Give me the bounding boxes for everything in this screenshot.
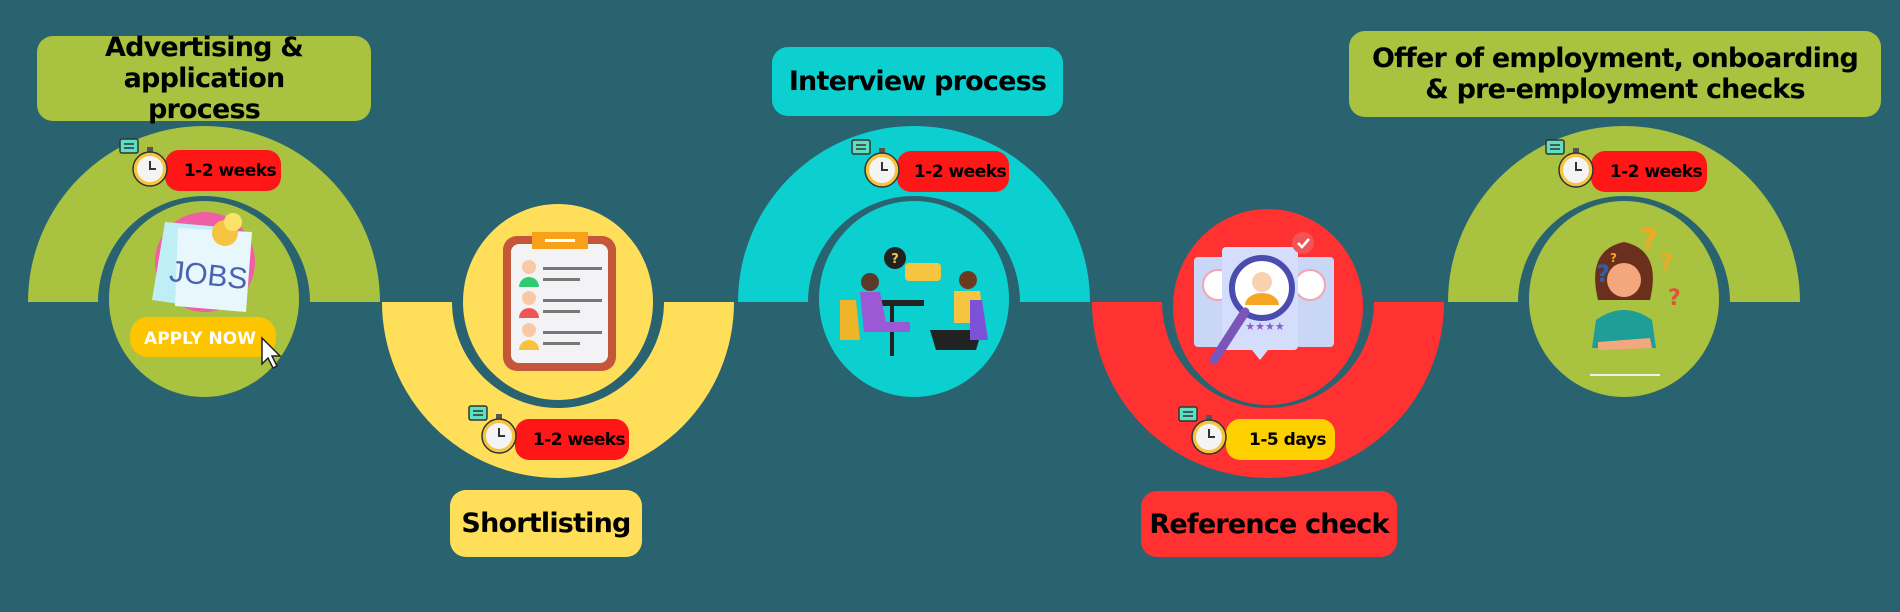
svg-text:APPLY NOW: APPLY NOW [144,329,256,349]
stage-3-duration: 1-2 weeks [897,151,1009,192]
stage-5-duration: 1-2 weeks [1591,151,1707,192]
stopwatch-icon [851,139,900,188]
stage-2-title: Shortlisting [450,490,642,557]
stage-2-duration: 1-2 weeks [515,419,629,460]
svg-text:?: ? [1596,260,1610,288]
stage-5-arch [1448,126,1800,302]
stage-1-title: Advertising & application process [37,32,371,125]
stopwatch-icon [119,138,168,187]
stage-4-title: Reference check [1141,491,1397,557]
stopwatch-icon [1178,406,1227,455]
svg-text:?: ? [891,252,899,267]
stage-4-arch [1092,302,1444,478]
stopwatch-icon [468,405,517,454]
interview-people-icon: ? [840,247,988,356]
jobs-apply-now-icon: JOBS APPLY NOW [130,212,282,370]
stage-4-duration: 1-5 days [1226,419,1335,460]
svg-text:JOBS: JOBS [168,255,249,296]
stage-1-duration: 1-2 weeks [165,150,281,191]
stage-2-arch [382,302,734,478]
svg-text:★★★★: ★★★★ [1245,320,1285,333]
stage-3-title: Interview process [772,47,1063,116]
svg-text:?: ? [1610,251,1617,265]
stopwatch-icon [1545,139,1594,188]
svg-text:?: ? [1640,223,1657,258]
stage-5-title: Offer of employment, onboarding & pre-em… [1349,31,1881,117]
svg-text:?: ? [1668,286,1681,311]
clipboard-candidates-icon [503,232,616,371]
thinking-woman-icon: ? ? ? ? ? [1590,223,1681,376]
stage-1-arch [28,126,380,302]
reference-profiles-magnifier-icon: ★★★★ [1194,232,1334,365]
svg-text:?: ? [1660,251,1673,276]
